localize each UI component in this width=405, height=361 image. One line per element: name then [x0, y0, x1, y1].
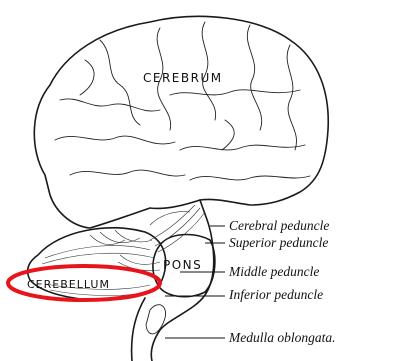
cerebrum-label: CEREBRUM: [143, 71, 223, 85]
inferior-peduncle-label: Inferior peduncle: [228, 287, 323, 302]
cerebral-peduncle-label: Cerebral peduncle: [229, 218, 329, 233]
middle-peduncle-label: Middle peduncle: [228, 264, 319, 279]
pons-label: PONS: [163, 258, 202, 272]
cerebellum-label: CEREBELLUM: [27, 278, 110, 291]
medulla-outline: [132, 298, 145, 361]
medulla-oval: [146, 305, 166, 334]
medulla-oblongata-label: Medulla oblongata.: [228, 330, 336, 345]
cerebrum-outline: [34, 16, 328, 228]
cerebrum-gyri: [55, 22, 310, 180]
superior-peduncle-label: Superior peduncle: [229, 235, 328, 250]
peduncle-fibers: [150, 205, 205, 252]
